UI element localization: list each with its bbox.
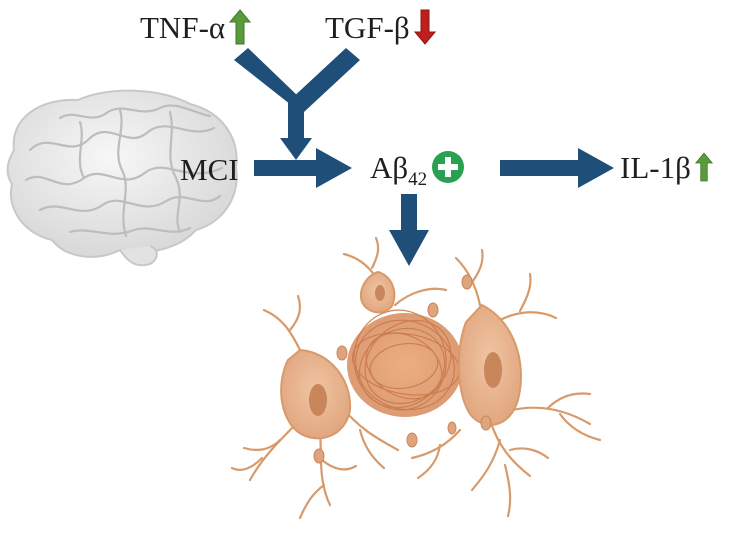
up-arrow-icon bbox=[694, 150, 713, 192]
arrow-abeta-il-head bbox=[578, 148, 614, 188]
abeta-subscript: 42 bbox=[408, 169, 428, 191]
arrow-abeta-down-shaft bbox=[401, 194, 417, 234]
arrow-mci-abeta-head bbox=[316, 148, 352, 188]
mci-label: MCI bbox=[180, 152, 239, 188]
il-1beta-text: IL-1β bbox=[620, 150, 691, 186]
arrow-abeta-il-shaft bbox=[500, 160, 582, 176]
tnf-alpha-text: TNF-α bbox=[140, 10, 226, 46]
up-arrow-icon bbox=[229, 8, 252, 54]
glial-cells bbox=[313, 274, 492, 464]
brain-icon bbox=[6, 89, 238, 267]
arrow-tgf-branch bbox=[290, 48, 360, 112]
arrow-tnf-branch bbox=[234, 48, 300, 112]
arrow-abeta-down-head bbox=[389, 230, 429, 266]
plus-circle-icon bbox=[431, 150, 465, 192]
abeta42-label: Aβ42 bbox=[370, 150, 465, 192]
tnf-alpha-label: TNF-α bbox=[140, 8, 252, 54]
neuron-top bbox=[360, 270, 396, 314]
neuron-left bbox=[280, 348, 352, 440]
neuron-right bbox=[458, 303, 522, 426]
il-1beta-label: IL-1β bbox=[620, 150, 713, 192]
mci-text: MCI bbox=[180, 152, 239, 187]
down-arrow-icon bbox=[413, 8, 436, 54]
arrow-merge-stem bbox=[288, 98, 304, 140]
arrow-merge-head bbox=[280, 138, 312, 160]
tgf-beta-text: TGF-β bbox=[325, 10, 410, 46]
tgf-beta-label: TGF-β bbox=[325, 8, 436, 54]
abeta-text: Aβ bbox=[370, 150, 409, 186]
arrow-mci-abeta-shaft bbox=[254, 160, 320, 176]
